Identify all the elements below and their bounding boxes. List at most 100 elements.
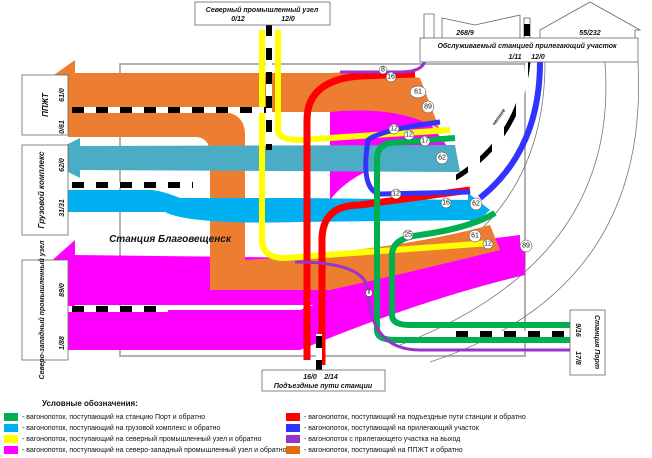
svg-text:Северо-западный промышленный у: Северо-западный промышленный узел bbox=[38, 240, 46, 380]
svg-text:9/16: 9/16 bbox=[574, 323, 581, 337]
svg-text:16/0: 16/0 bbox=[303, 374, 317, 381]
svg-text:62: 62 bbox=[472, 201, 480, 208]
svg-text:12/0: 12/0 bbox=[531, 54, 545, 61]
svg-text:12: 12 bbox=[390, 126, 398, 133]
node-ppzht: ППЖТ 61/0 0/61 bbox=[21, 74, 69, 136]
svg-text:0/61: 0/61 bbox=[59, 120, 66, 134]
svg-text:89: 89 bbox=[424, 104, 432, 111]
svg-text:8: 8 bbox=[368, 290, 371, 296]
station-name-text: Станция Благовещенск bbox=[109, 234, 232, 245]
flow-label: 12 bbox=[403, 129, 415, 141]
flow-labels: 8 16 61 89 12 12 17 62 12 16 62 25 61 12… bbox=[365, 65, 533, 297]
legend-swatch bbox=[4, 435, 18, 443]
legend-item: - вагонопоток, поступающий на станцию По… bbox=[4, 412, 205, 422]
svg-text:31/31: 31/31 bbox=[59, 199, 66, 217]
svg-text:25: 25 bbox=[404, 232, 412, 239]
flow-label: 8 bbox=[378, 65, 388, 75]
flow-label: 61 bbox=[409, 85, 427, 99]
svg-text:62: 62 bbox=[438, 155, 446, 162]
station-name: Станция Благовещенск bbox=[109, 234, 232, 245]
flow-label: 62 bbox=[469, 197, 483, 211]
legend-item: - вагонопоток, поступающий на ППЖТ и обр… bbox=[286, 445, 463, 455]
legend-item: - вагонопоток, поступающий на прилегающи… bbox=[286, 423, 479, 433]
flow-label: 25 bbox=[402, 229, 414, 241]
track-segment bbox=[68, 182, 193, 188]
svg-text:12/0: 12/0 bbox=[281, 16, 295, 23]
flow-adjacent-blue-arc bbox=[478, 61, 543, 201]
flow-diagram: 8 16 61 89 12 12 17 62 12 16 62 25 61 12… bbox=[21, 1, 642, 392]
node-cargo: Грузовой комплекс 62/0 31/31 bbox=[21, 144, 69, 236]
track-segment bbox=[72, 107, 272, 113]
flow-label: 8 bbox=[365, 289, 373, 297]
park-building-1 bbox=[423, 13, 521, 38]
flow-label: 89 bbox=[519, 239, 533, 253]
svg-text:16: 16 bbox=[387, 74, 395, 81]
flow-label: 17 bbox=[419, 135, 431, 147]
svg-text:89/0: 89/0 bbox=[59, 283, 66, 297]
legend: Условные обозначения: - вагонопоток, пос… bbox=[0, 392, 652, 458]
svg-text:12: 12 bbox=[484, 241, 492, 248]
track-segment bbox=[523, 17, 531, 39]
svg-text:0/12: 0/12 bbox=[231, 16, 245, 23]
flow-cargo-in bbox=[40, 138, 460, 178]
svg-text:1/88: 1/88 bbox=[59, 336, 66, 350]
legend-swatch bbox=[4, 446, 18, 454]
flow-label: 89 bbox=[421, 100, 435, 114]
svg-text:ППЖТ: ППЖТ bbox=[41, 92, 50, 117]
legend-swatch bbox=[286, 413, 300, 421]
track-segment bbox=[450, 331, 570, 337]
flow-north-yellow bbox=[275, 30, 451, 144]
flow-label: 16 bbox=[385, 71, 397, 83]
node-port: Станция Порт 9/16 17/8 bbox=[569, 309, 606, 376]
svg-text:61/0: 61/0 bbox=[59, 88, 66, 102]
flow-label: 61 bbox=[468, 229, 482, 243]
flow-label: 12 bbox=[388, 123, 400, 135]
svg-text:Подъездные пути станции: Подъездные пути станции bbox=[274, 382, 373, 390]
svg-text:17/8: 17/8 bbox=[574, 351, 581, 365]
flow-access-red bbox=[303, 70, 416, 360]
track-arc bbox=[399, 61, 607, 346]
legend-item: - вагонопоток, поступающий на грузовой к… bbox=[4, 423, 220, 433]
svg-text:Грузовой комплекс: Грузовой комплекс bbox=[37, 151, 46, 229]
legend-swatch bbox=[286, 424, 300, 432]
svg-text:2/14: 2/14 bbox=[323, 374, 338, 381]
svg-text:12: 12 bbox=[405, 132, 413, 139]
legend-item: - вагонопоток, поступающий на северо-зап… bbox=[4, 445, 286, 455]
svg-text:17: 17 bbox=[421, 138, 429, 145]
svg-text:61: 61 bbox=[471, 233, 479, 240]
track-segment bbox=[316, 334, 322, 370]
flow-label: 12 bbox=[390, 188, 402, 200]
flow-label: 62 bbox=[435, 151, 449, 165]
svg-text:8: 8 bbox=[381, 67, 385, 74]
svg-text:61: 61 bbox=[414, 89, 422, 96]
svg-text:62/0: 62/0 bbox=[59, 158, 66, 172]
node-access: 16/0 2/14 Подъездные пути станции bbox=[261, 369, 386, 392]
track-segment bbox=[68, 306, 168, 312]
svg-text:268/9: 268/9 bbox=[455, 30, 474, 37]
flow-north-yellow bbox=[259, 30, 491, 262]
flow-label: 12 bbox=[482, 238, 494, 250]
svg-text:Северный промышленный узел: Северный промышленный узел bbox=[206, 6, 319, 14]
svg-text:16: 16 bbox=[442, 200, 450, 207]
flow-northwest-out bbox=[68, 245, 525, 350]
svg-text:1/11: 1/11 bbox=[508, 54, 521, 61]
svg-text:55/232: 55/232 bbox=[579, 30, 601, 37]
legend-swatch bbox=[286, 435, 300, 443]
node-north: Северный промышленный узел 0/12 12/0 bbox=[194, 1, 331, 26]
flow-label: 16 bbox=[440, 197, 452, 209]
legend-swatch bbox=[4, 424, 18, 432]
legend-item: - вагонопоток, поступающий на подъездные… bbox=[286, 412, 526, 422]
svg-text:четное: четное bbox=[491, 108, 507, 127]
flow-access-red bbox=[318, 186, 471, 365]
svg-text:Обслуживаемый станцией прилега: Обслуживаемый станцией прилегающий участ… bbox=[437, 42, 617, 50]
flow-adjacent-blue bbox=[363, 119, 471, 197]
track-segment bbox=[266, 25, 272, 150]
node-adjacent: 268/9 55/232 Обслуживаемый станцией прил… bbox=[419, 30, 639, 127]
legend-swatch bbox=[4, 413, 18, 421]
flow-port-green bbox=[389, 210, 570, 328]
track-segment-arc bbox=[450, 61, 531, 183]
svg-text:Станция Порт: Станция Порт bbox=[593, 315, 600, 369]
legend-item: - вагонопоток с прилегающего участка на … bbox=[286, 434, 460, 444]
legend-swatch bbox=[286, 446, 300, 454]
legend-item: - вагонопоток, поступающий на северный п… bbox=[4, 434, 261, 444]
